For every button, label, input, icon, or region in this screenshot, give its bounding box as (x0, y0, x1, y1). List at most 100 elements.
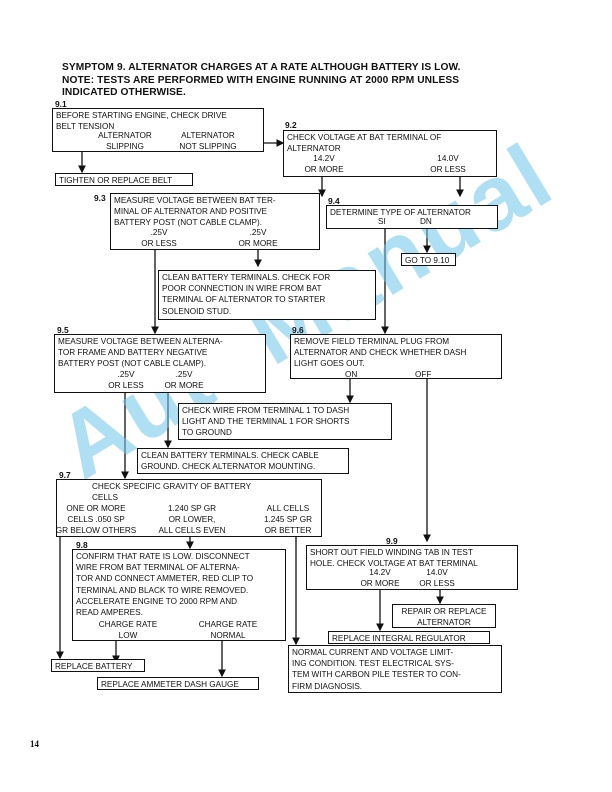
step-9-8-line-1: CONFIRM THAT RATE IS LOW. DISCONNECT (76, 552, 250, 561)
step-9-9-number: 9.9 (386, 536, 398, 546)
step-9-1-number: 9.1 (55, 99, 67, 109)
option-label: SLIPPING (106, 142, 144, 151)
option-label: CHARGE RATE (98, 620, 158, 629)
option-label: GR BELOW OTHERS (55, 526, 137, 535)
option-label: 1.240 SP GR (167, 504, 217, 513)
check-wire-line-1: CHECK WIRE FROM TERMINAL 1 TO DASH (182, 406, 350, 415)
replace-battery-box: REPLACE BATTERY (51, 659, 145, 672)
replace-gauge-box: REPLACE AMMETER DASH GAUGE (97, 677, 259, 690)
step-9-2-option-low: 14.0V OR LESS (420, 153, 476, 175)
clean-cable-ground-box: CLEAN BATTERY TERMINALS. CHECK CABLE GRO… (137, 448, 349, 474)
header-line-1: SYMPTOM 9. ALTERNATOR CHARGES AT A RATE … (62, 62, 461, 73)
step-9-8-box: CONFIRM THAT RATE IS LOW. DISCONNECT WIR… (72, 549, 286, 641)
option-label: 14.0V (437, 154, 459, 163)
option-label: 14.2V (313, 154, 335, 163)
step-9-3-line-1: MEASURE VOLTAGE BETWEEN BAT TER- (114, 196, 276, 205)
step-9-8-line-4: TERMINAL AND BLACK TO WIRE REMOVED. (76, 585, 249, 595)
step-9-5-line-2: TOR FRAME AND BATTERY NEGATIVE (58, 348, 208, 358)
check-wire-line-2: LIGHT AND THE TERMINAL 1 FOR SHORTS (182, 417, 350, 427)
normal-condition-box: NORMAL CURRENT AND VOLTAGE LIMIT- ING CO… (288, 645, 502, 693)
clean-terminals-box: CLEAN BATTERY TERMINALS. CHECK FOR POOR … (158, 270, 376, 320)
option-label: ALL CELLS (266, 504, 310, 513)
option-label: OR MORE (360, 579, 400, 588)
page-header: SYMPTOM 9. ALTERNATOR CHARGES AT A RATE … (62, 62, 532, 100)
step-9-1-box: BEFORE STARTING ENGINE, CHECK DRIVE BELT… (52, 108, 264, 152)
step-9-2-line-1: CHECK VOLTAGE AT BAT TERMINAL OF (287, 133, 442, 142)
normal-line-3: TEM WITH CARBON PILE TESTER TO CON- (292, 670, 461, 680)
step-9-5-option-high: .25V OR MORE (156, 369, 212, 391)
step-9-5-box: MEASURE VOLTAGE BETWEEN ALTERNA- TOR FRA… (54, 334, 266, 393)
option-label: ALTERNATOR (98, 131, 152, 140)
clean-terminals-line-2: POOR CONNECTION IN WIRE FROM BAT (162, 284, 322, 294)
step-9-3-box: MEASURE VOLTAGE BETWEEN BAT TER- MINAL O… (110, 193, 320, 250)
step-9-4-number: 9.4 (328, 196, 340, 206)
clean-terminals-line-3: TERMINAL OF ALTERNATOR TO STARTER (162, 295, 326, 305)
header-line-3: INDICATED OTHERWISE. (62, 87, 186, 99)
step-9-7-option-uneven: ONE OR MORE CELLS .050 SP GR BELOW OTHER… (52, 503, 140, 536)
step-9-8-option-low: CHARGE RATE LOW (88, 619, 168, 641)
step-9-7-line-2: CELLS (92, 493, 118, 503)
clean-terminals-line-4: SOLENOID STUD. (162, 306, 232, 316)
step-9-3-number: 9.3 (94, 193, 106, 203)
option-label: OR MORE (304, 165, 344, 174)
step-9-6-line-2: ALTERNATOR AND CHECK WHETHER DASH (294, 348, 467, 358)
tighten-belt-box: TIGHTEN OR REPLACE BELT (55, 173, 193, 186)
step-9-8-option-normal: CHARGE RATE NORMAL (188, 619, 268, 641)
option-label: OR MORE (238, 239, 278, 248)
option-label: 1.245 SP GR (263, 515, 313, 524)
option-label: ALTERNATOR (181, 131, 235, 140)
option-label: LOW (118, 631, 138, 640)
normal-line-1: NORMAL CURRENT AND VOLTAGE LIMIT- (292, 648, 454, 657)
step-9-3-option-high: .25V OR MORE (230, 227, 286, 249)
option-label: .25V (175, 370, 193, 379)
step-9-7-option-low: 1.240 SP GR OR LOWER, ALL CELLS EVEN (150, 503, 234, 536)
page-number: 14 (30, 739, 39, 749)
option-label: 14.0V (426, 568, 448, 577)
step-9-8-line-5: ACCELERATE ENGINE TO 2000 RPM AND (76, 596, 238, 606)
header-line-2: NOTE: TESTS ARE PERFORMED WITH ENGINE RU… (62, 74, 460, 86)
option-label: OR LESS (430, 165, 466, 174)
step-9-6-number: 9.6 (292, 325, 304, 335)
step-9-9-line-2: HOLE. CHECK VOLTAGE AT BAT TERMINAL (310, 559, 478, 569)
replace-regulator-box: REPLACE INTEGRAL REGULATOR (328, 631, 490, 644)
repair-line-1: REPAIR OR REPLACE (401, 607, 487, 616)
step-9-1-option-slipping: ALTERNATOR SLIPPING (82, 130, 168, 152)
step-9-2-option-high: 14.2V OR MORE (296, 153, 352, 175)
step-9-8-line-6: READ AMPERES. (76, 608, 143, 618)
step-9-9-box: SHORT OUT FIELD WINDING TAB IN TEST HOLE… (306, 545, 518, 590)
step-9-5-option-low: .25V OR LESS (100, 369, 152, 391)
normal-line-4: FIRM DIAGNOSIS. (292, 681, 363, 691)
option-label: OR MORE (164, 381, 204, 390)
option-label: NORMAL (210, 631, 246, 640)
option-label: OR LOWER, (168, 515, 216, 524)
step-9-3-line-2: MINAL OF ALTERNATOR AND POSITIVE (114, 207, 268, 217)
step-9-6-line-1: REMOVE FIELD TERMINAL PLUG FROM (294, 337, 450, 346)
step-9-7-number: 9.7 (59, 470, 71, 480)
step-9-9-line-1: SHORT OUT FIELD WINDING TAB IN TEST (310, 548, 473, 557)
option-label: OR LESS (108, 381, 144, 390)
option-label: CELLS .050 SP (67, 515, 125, 524)
option-label: ALL CELLS EVEN (158, 526, 226, 535)
step-9-9-option-low: 14.0V OR LESS (412, 567, 462, 589)
step-9-7-line-1: CHECK SPECIFIC GRAVITY OF BATTERY (92, 482, 252, 491)
option-label: OR LESS (419, 579, 455, 588)
step-9-6-box: REMOVE FIELD TERMINAL PLUG FROM ALTERNAT… (290, 334, 502, 379)
option-label: .25V (150, 228, 168, 237)
step-9-3-line-3: BATTERY POST (NOT CABLE CLAMP). (114, 218, 263, 228)
clean-terminals-line-1: CLEAN BATTERY TERMINALS. CHECK FOR (162, 273, 331, 282)
step-9-3-option-low: .25V OR LESS (135, 227, 183, 249)
step-9-8-line-2: WIRE FROM BAT TERMINAL OF ALTERNA- (76, 563, 240, 573)
option-label: 14.2V (369, 568, 391, 577)
step-9-6-option-on: ON (345, 370, 358, 379)
step-9-4-option-dn: DN (420, 217, 432, 226)
step-9-5-line-3: BATTERY POST (NOT CABLE CLAMP). (58, 359, 207, 369)
step-9-7-box: CHECK SPECIFIC GRAVITY OF BATTERY CELLS (56, 479, 322, 537)
step-9-6-option-off: OFF (415, 370, 432, 379)
step-9-2-number: 9.2 (285, 120, 297, 130)
normal-line-2: ING CONDITION. TEST ELECTRICAL SYS- (292, 659, 454, 669)
step-9-1-option-not-slipping: ALTERNATOR NOT SLIPPING (160, 130, 256, 152)
check-wire-line-3: TO GROUND (182, 428, 232, 438)
option-label: OR LESS (141, 239, 177, 248)
option-label: .25V (249, 228, 267, 237)
step-9-2-line-2: ALTERNATOR (287, 144, 341, 154)
